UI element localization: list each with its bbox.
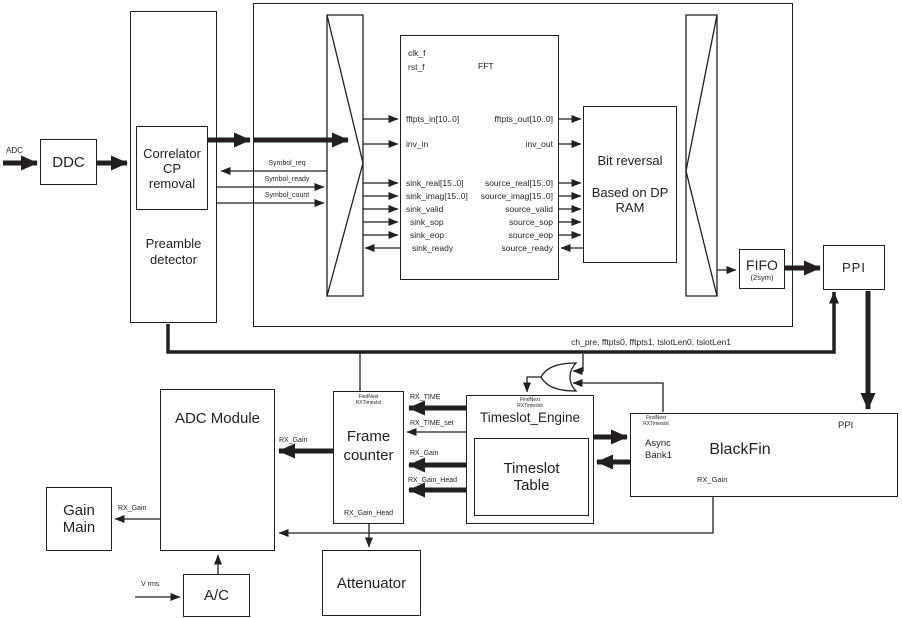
arrow-or-to-timeslot-engine <box>523 376 541 393</box>
gain-main-box: Gain Main <box>46 487 112 551</box>
fft-port-fftpts-out: fftpts_out[10..0] <box>494 114 553 124</box>
adc-module-box <box>160 389 275 551</box>
fft-port-sink-real: sink_real[15..0] <box>406 178 464 188</box>
fft-port-source-valid: source_valid <box>505 204 553 214</box>
rx-time-label: RX_TIME <box>410 394 441 401</box>
correlator-label: Correlator CP removal <box>143 145 201 191</box>
fifo-label: FIFO <box>746 256 778 273</box>
fft-port-fftpts-in: fftpts_in[10..0] <box>406 114 460 124</box>
ac-box: A/C <box>183 574 250 617</box>
symbol-req-label: Symbol_req <box>268 160 306 167</box>
rx-gain-te-fc-label: RX_Gain <box>410 450 439 457</box>
adc-module-label: ADC Module <box>174 410 261 427</box>
gain-main-label: Gain Main <box>62 502 96 536</box>
frame-counter-rx-gain-head-label: RX_Gain_Head <box>343 510 394 517</box>
fft-port-source-sop: source_sop <box>509 217 553 227</box>
fft-port-sink-valid: sink_valid <box>406 204 444 214</box>
fft-title: FFT <box>478 61 494 71</box>
fft-port-inv-in: inv_in <box>406 139 429 149</box>
fft-port-sink-imag: sink_imag[15..0] <box>406 191 468 201</box>
fft-port-sink-eop: sink_eop <box>410 230 445 240</box>
symbol-count-label: Symbol_count <box>264 192 310 199</box>
async-bank1-label: Async Bank1 <box>645 438 672 461</box>
blackfin-note: FindNext RXTimeslot <box>643 415 669 427</box>
fft-port-sink-sop: sink_sop <box>410 217 444 227</box>
bit-reversal-box: Bit reversal Based on DP RAM <box>583 106 677 263</box>
attenuator-box: Attenuator <box>322 550 421 616</box>
timeslot-engine-label: Timeslot_Engine <box>479 410 581 425</box>
attenuator-label: Attenuator <box>336 574 407 592</box>
rx-gain-fc-adc-label: RX_Gain <box>279 437 308 444</box>
symbol-ready-label: Symbol_ready <box>264 176 310 183</box>
fft-port-source-real: source_real[15..0] <box>484 178 553 188</box>
v-rms-label: V rms <box>141 581 160 588</box>
fifo-box: FIFO (2sym) <box>739 249 785 289</box>
timeslot-table-box: Timeslot Table <box>474 438 589 516</box>
timeslot-table-label: Timeslot Table <box>503 460 560 494</box>
correlator-cp-removal-box: Correlator CP removal <box>136 126 208 210</box>
fft-port-sink-ready: sink_ready <box>412 243 454 253</box>
fft-port-source-ready: source_ready <box>501 243 553 253</box>
ppi-box: PPI <box>823 245 885 290</box>
fft-box <box>400 35 559 280</box>
frame-counter-label: Frame counter <box>343 428 394 464</box>
adc-input-label: ADC <box>6 146 23 155</box>
or-gate-icon <box>540 362 578 392</box>
blackfin-ppi-port-label: PPI <box>838 420 854 431</box>
config-bus-label: ch_pre, fftpts0, fftpts1, tslotLen0, tsl… <box>571 337 731 347</box>
ddc-box: DDC <box>40 139 97 185</box>
preamble-detector-label: Preamble detector <box>145 236 202 268</box>
ddc-label: DDC <box>52 153 85 171</box>
fifo-depth-note: (2sym) <box>750 272 774 282</box>
ppi-label: PPI <box>842 260 866 275</box>
fft-clk-label: clk_f <box>408 48 426 58</box>
frame-counter-note: FindNext RXTimeslot <box>355 394 382 406</box>
fft-rst-label: rst_f <box>408 62 425 72</box>
ac-label: A/C <box>203 587 229 604</box>
rx-gain-adc-gainmain-label: RX_Gain <box>118 505 147 512</box>
rx-gain-head-te-fc-label: RX_Gain_Head <box>408 477 458 484</box>
wire-bus-to-or-input <box>572 354 584 375</box>
fft-port-source-imag: source_imag[15..0] <box>480 191 553 201</box>
blackfin-rx-gain-label: RX_Gain <box>697 475 728 484</box>
bit-reversal-label: Bit reversal Based on DP RAM <box>591 153 669 216</box>
blackfin-box <box>630 413 898 497</box>
fft-port-inv-out: inv_out <box>525 139 553 149</box>
fft-port-source-eop: source_eop <box>508 230 553 240</box>
rx-time-set-label: RX_TIME_set <box>410 420 454 427</box>
blackfin-label: BlackFin <box>709 441 771 458</box>
timeslot-engine-note: FindNext RXTimeslot <box>517 397 543 409</box>
